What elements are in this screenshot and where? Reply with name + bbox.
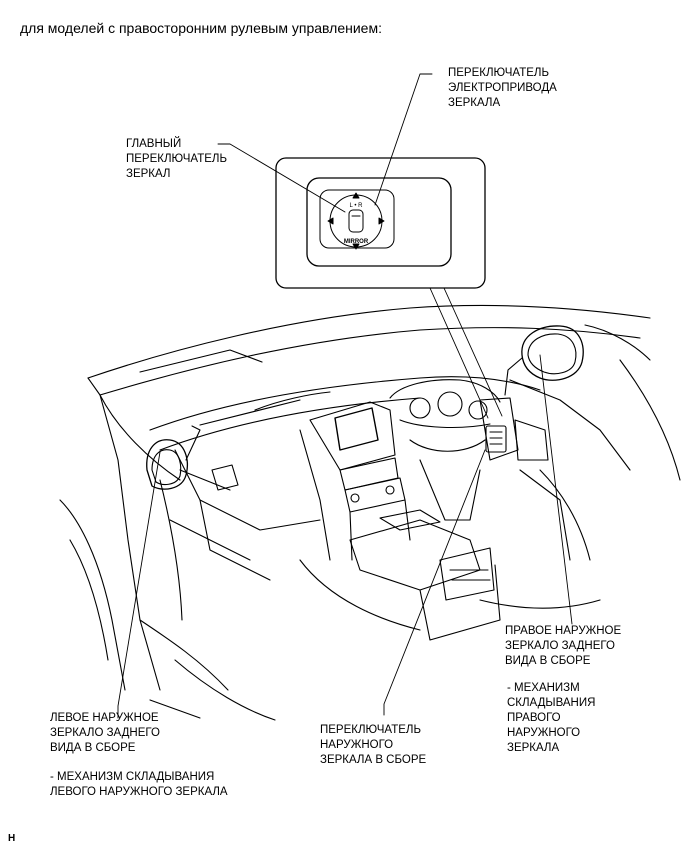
label-left-fold-mechanism: - МЕХАНИЗМ СКЛАДЫВАНИЯ ЛЕВОГО НАРУЖНОГО … bbox=[50, 771, 228, 798]
label-left-outer-mirror: ЛЕВОЕ НАРУЖНОЕ ЗЕРКАЛО ЗАДНЕГО ВИДА В СБ… bbox=[50, 712, 160, 754]
label-right-outer-mirror: ПРАВОЕ НАРУЖНОЕ ЗЕРКАЛО ЗАДНЕГО ВИДА В С… bbox=[505, 625, 622, 667]
switch-detail-inset bbox=[275, 157, 486, 289]
zoom-line-right bbox=[443, 287, 503, 417]
car-interior bbox=[59, 304, 681, 721]
zoom-line-left bbox=[429, 287, 489, 419]
diagram-heading: для моделей с правосторонним рулевым упр… bbox=[20, 20, 382, 36]
label-main-mirror-switch: ГЛАВНЫЙ ПЕРЕКЛЮЧАТЕЛЬ ЗЕРКАЛ bbox=[126, 138, 227, 180]
leader-lines bbox=[117, 73, 573, 719]
switch-mirror-label: MIRROR bbox=[344, 239, 369, 245]
label-power-mirror-switch: ПЕРЕКЛЮЧАТЕЛЬ ЭЛЕКТРОПРИВОДА ЗЕРКАЛА bbox=[448, 67, 557, 109]
label-outer-mirror-switch: ПЕРЕКЛЮЧАТЕЛЬ НАРУЖНОГО ЗЕРКАЛА В СБОРЕ bbox=[320, 724, 427, 766]
switch-lr-label: L • R bbox=[350, 203, 364, 209]
label-right-fold-mechanism: - МЕХАНИЗМ СКЛАДЫВАНИЯ ПРАВОГО НАРУЖНОГО… bbox=[507, 682, 596, 754]
corner-mark: H bbox=[8, 833, 16, 844]
